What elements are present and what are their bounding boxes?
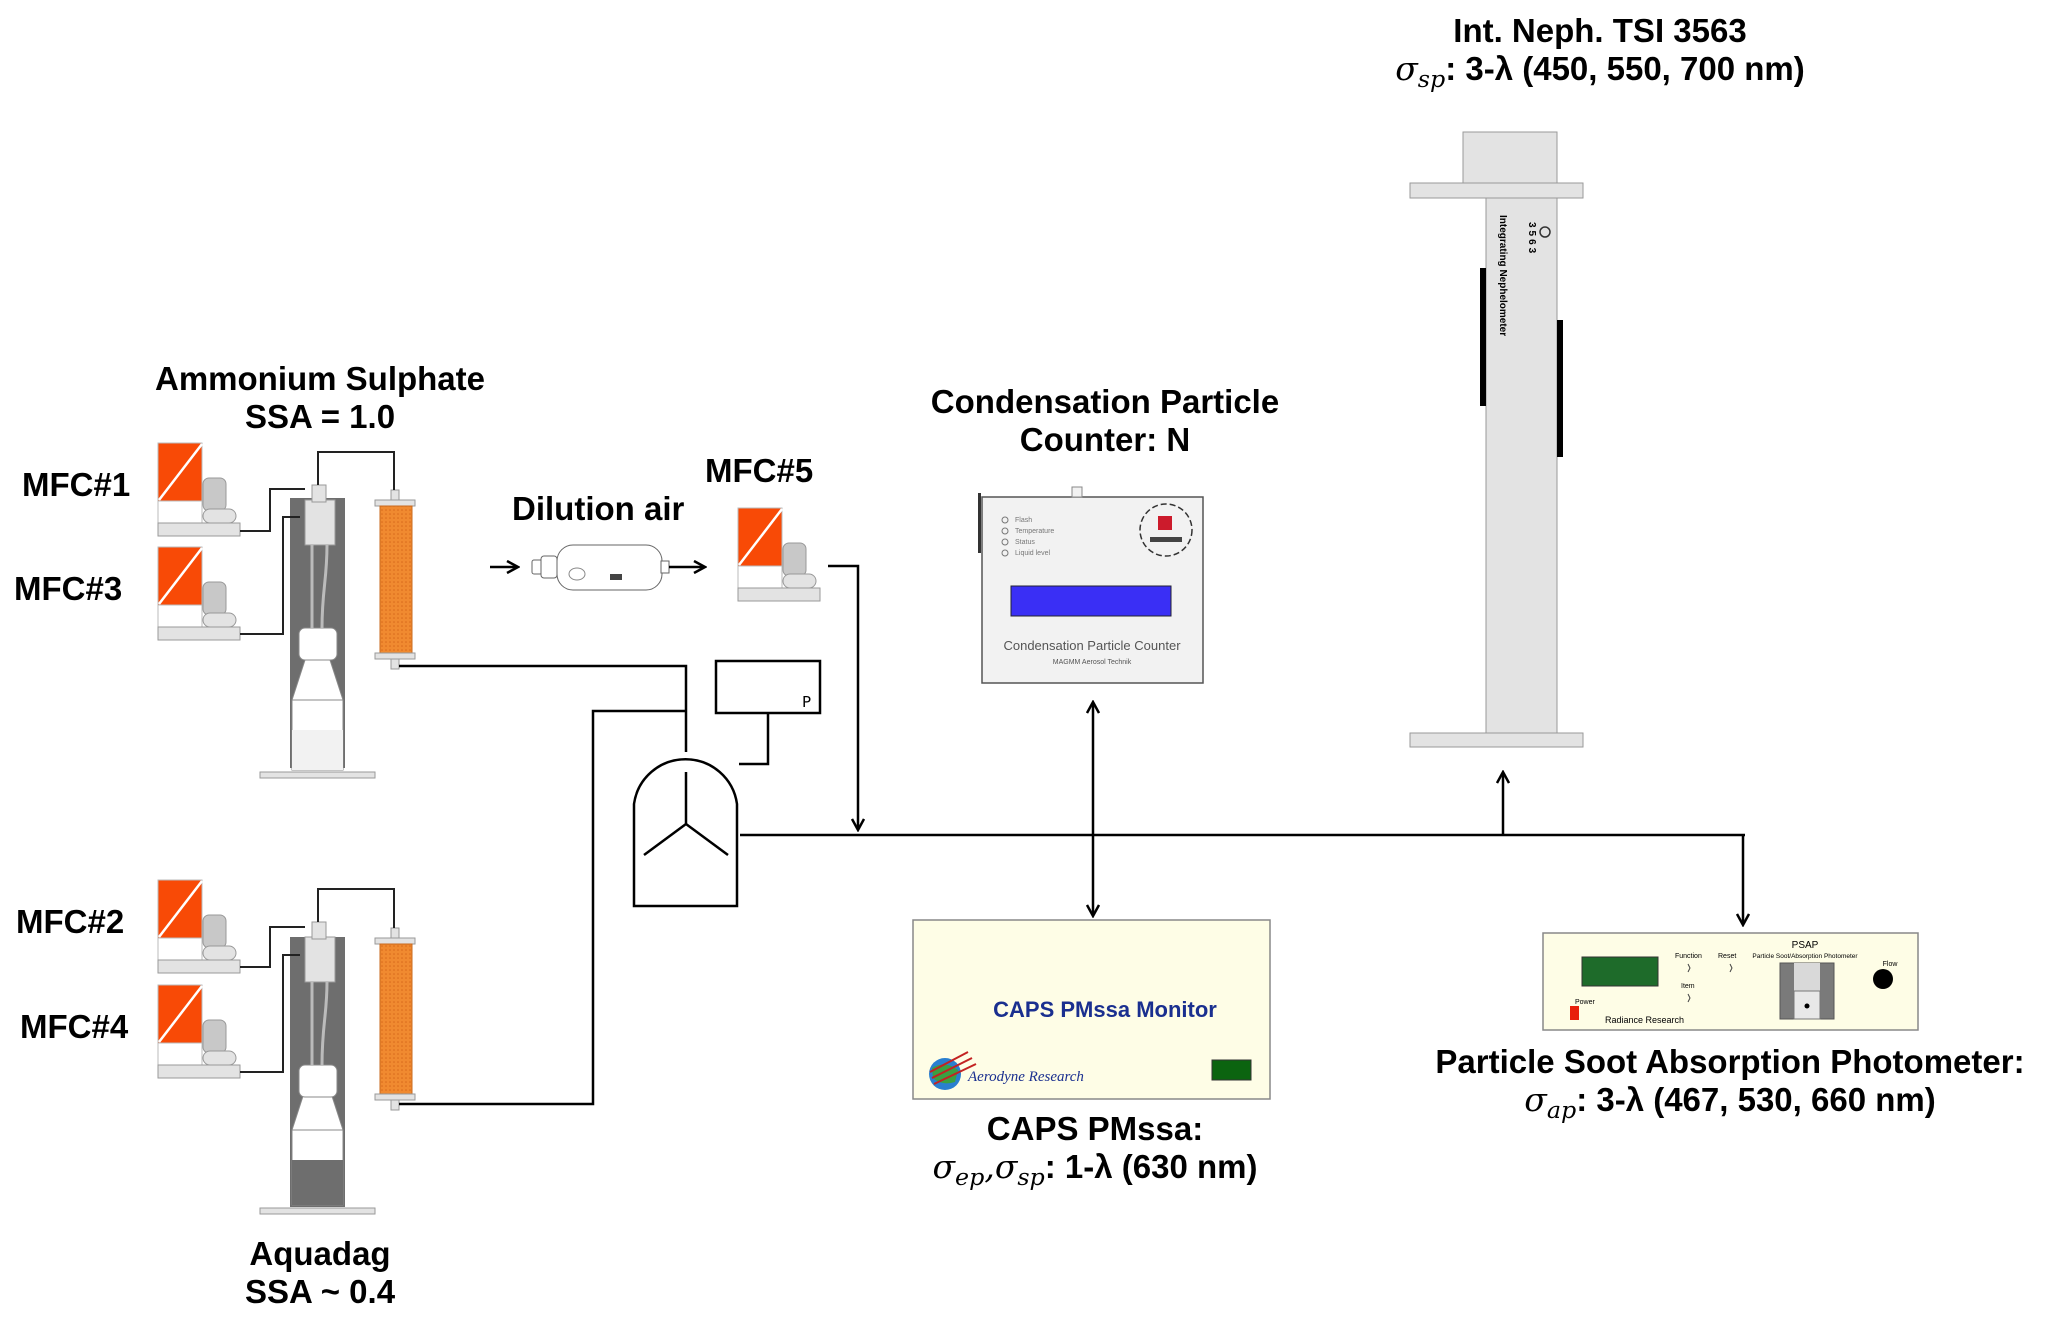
ammonium-atomizer: [259, 484, 376, 779]
sample-lines: [399, 664, 770, 1106]
caps-name: CAPS PMssa:: [986, 1110, 1204, 1147]
aquadag-filter: [374, 927, 416, 1111]
caps-status-led: [1211, 1059, 1252, 1081]
sigma-subscript: ep: [955, 1163, 985, 1192]
caps-wavelengths: : 1-λ (630 nm): [1044, 1147, 1258, 1185]
nephelometer-device-text: Integrating Nephelometer: [1497, 215, 1508, 336]
sigma-symbol: σ: [994, 1146, 1018, 1186]
mfc3-label: MFC#3: [14, 570, 123, 607]
mfc2-label: MFC#2: [16, 903, 125, 940]
nephelometer-model-text: 3563: [1526, 222, 1537, 256]
sigma-symbol: σ: [932, 1146, 956, 1186]
sigma-subscript: sp: [1017, 1163, 1045, 1192]
cpc-device-text: Condensation Particle Counter: [1003, 638, 1181, 653]
caps-spec: σep,σsp: 1-λ (630 nm): [932, 1146, 1258, 1192]
dilution-air-label: Dilution air: [512, 490, 685, 527]
sigma-subscript: ap: [1546, 1096, 1577, 1125]
dilution-filter-cartridge: [531, 544, 670, 591]
nephelometer-name: Int. Neph. TSI 3563: [1453, 12, 1747, 49]
mfc4-device: [157, 984, 241, 1079]
psap-power-label: Power: [1575, 999, 1596, 1006]
cpc-indicator-2: Temperature: [1015, 528, 1054, 535]
cpc-indicator-4: Liquid level: [1015, 550, 1050, 557]
aquadag-ssa: SSA ~ 0.4: [244, 1272, 396, 1310]
cpc-device-subtext: MAGMM Aerosol Technik: [1053, 659, 1132, 666]
mfc2-device: [157, 879, 241, 974]
dilution-to-main-line: [828, 564, 858, 830]
dilution-air-line: [490, 544, 705, 591]
sigma-subscript: sp: [1417, 65, 1446, 94]
psap-power-button: [1570, 1006, 1579, 1020]
ammonium-tubing: [240, 451, 395, 635]
cpc-display: [1010, 585, 1172, 617]
ammonium-name: Ammonium Sulphate: [154, 360, 486, 397]
aquadag-tubing: [240, 888, 395, 1073]
psap-reset-label: Reset: [1718, 953, 1736, 960]
cpc-title-line2: Counter: N: [1019, 420, 1191, 458]
psap-name: Particle Soot Absorption Photometer:: [1435, 1043, 2025, 1080]
nephelometer-wavelengths: : 3-λ (450, 550, 700 nm): [1445, 49, 1805, 87]
psap-subtitle: Particle Soot/Absorption Photometer: [1752, 953, 1858, 960]
cpc-indicator-3: Status: [1015, 539, 1035, 546]
nephelometer-spec: σsp: 3-λ (450, 550, 700 nm): [1315, 48, 1885, 94]
nephelometer-device: Integrating Nephelometer 3563: [1409, 131, 1584, 748]
psap-flow-knob: [1873, 969, 1893, 989]
psap-item-label: Item: [1681, 983, 1695, 990]
mfc4-label: MFC#4: [20, 1008, 129, 1045]
pressure-gauge-label: P: [802, 693, 811, 711]
caps-device-brand: Aerodyne Research: [967, 1069, 1084, 1085]
cpc-logo-icon: [1139, 503, 1193, 557]
aquadag-label: Aquadag SSA ~ 0.4: [160, 1235, 480, 1311]
cpc-indicators: Flash Temperature Status Liquid level: [1001, 516, 1054, 557]
pressure-gauge: P: [714, 659, 822, 715]
psap-spec: σap: 3-λ (467, 530, 660 nm): [1395, 1079, 2065, 1125]
mfc5-label: MFC#5: [705, 452, 814, 489]
psap-brand: Radiance Research: [1605, 1015, 1684, 1025]
cpc-title: Condensation Particle Counter: N: [880, 383, 1330, 459]
caps-device-title: CAPS PMssa Monitor: [993, 997, 1217, 1022]
psap-wavelengths: : 3-λ (467, 530, 660 nm): [1576, 1080, 1936, 1118]
sigma-symbol: σ: [1395, 48, 1418, 88]
caps-title: CAPS PMssa: σep,σsp: 1-λ (630 nm): [860, 1110, 1330, 1191]
cpc-device: Flash Temperature Status Liquid level Co…: [978, 486, 1204, 684]
tsi-logo-icon: [1539, 226, 1551, 238]
caps-device: CAPS PMssa Monitor Aerodyne Research: [912, 919, 1271, 1100]
mfc1-device: [157, 442, 241, 537]
fan-icon: [643, 772, 729, 857]
mfc1-label: MFC#1: [22, 466, 131, 503]
cpc-title-line1: Condensation Particle: [930, 383, 1280, 420]
psap-title-label: Particle Soot Absorption Photometer: σap…: [1395, 1043, 2065, 1124]
mfc5-device: [737, 507, 821, 602]
main-flow-line: [740, 702, 1745, 925]
aquadag-name: Aquadag: [249, 1235, 391, 1272]
psap-function-label: Function: [1675, 953, 1702, 960]
ammonium-sulphate-label: Ammonium Sulphate SSA = 1.0: [105, 360, 535, 436]
aquadag-atomizer: [259, 921, 376, 1215]
ammonium-ssa: SSA = 1.0: [244, 397, 396, 435]
psap-title: PSAP: [1792, 940, 1819, 951]
psap-device: Power Radiance Research Function Reset I…: [1542, 932, 1919, 1031]
ammonium-filter: [374, 489, 416, 670]
psap-switch-icons: [1687, 963, 1733, 1003]
mixing-chamber: [632, 758, 739, 908]
nephelometer-title: Int. Neph. TSI 3563 σsp: 3-λ (450, 550, …: [1315, 12, 1885, 93]
psap-flow-label: Flow: [1883, 961, 1899, 968]
psap-display: [1581, 956, 1659, 987]
cpc-indicator-1: Flash: [1015, 517, 1032, 524]
mfc3-device: [157, 546, 241, 641]
aerodyne-globe-icon: [929, 1051, 977, 1090]
sigma-symbol: σ: [1524, 1079, 1547, 1119]
